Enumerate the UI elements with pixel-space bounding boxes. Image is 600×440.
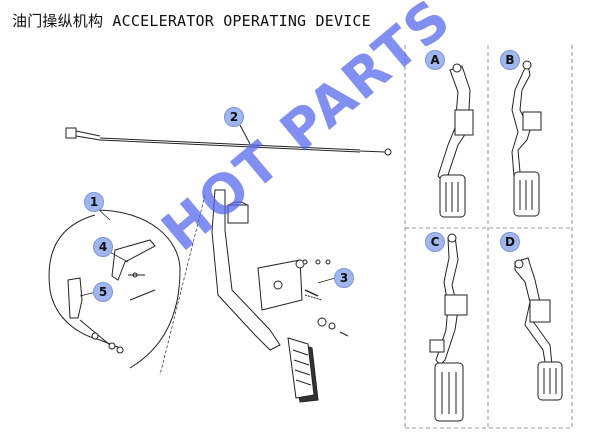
variant-label-c: C	[425, 232, 445, 252]
variant-label-b: B	[500, 50, 520, 70]
part-5-bracket	[67, 277, 156, 354]
callout-4: 4	[93, 237, 113, 257]
variant-b-pedal	[511, 60, 542, 217]
variant-c-pedal	[429, 233, 468, 422]
callout-5: 5	[93, 282, 113, 302]
variant-panel-frame	[404, 45, 573, 429]
assembly-guide-line	[159, 194, 206, 376]
variant-a-pedal	[437, 63, 474, 218]
callout-2: 2	[224, 107, 244, 127]
variant-label-d: D	[500, 232, 520, 252]
main-pedal-assembly	[211, 189, 349, 403]
part-4-bracket	[111, 239, 156, 281]
page-title: 油门操纵机构 ACCELERATOR OPERATING DEVICE	[12, 12, 371, 30]
callout-3: 3	[334, 268, 354, 288]
variant-d-pedal	[514, 257, 563, 401]
part-2-cable	[65, 124, 392, 156]
variant-label-a: A	[425, 50, 445, 70]
callout-1: 1	[84, 192, 104, 212]
